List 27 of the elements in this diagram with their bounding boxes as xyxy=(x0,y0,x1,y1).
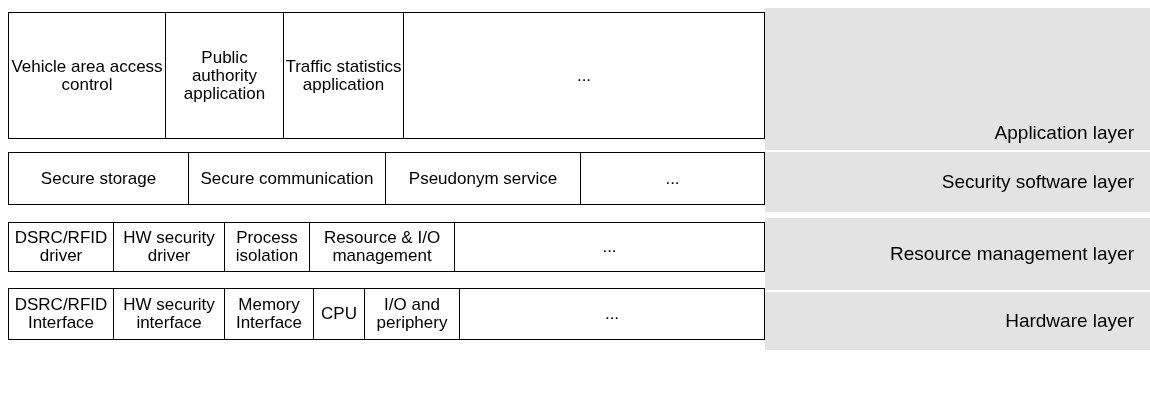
module-box: Secure communication xyxy=(188,152,386,205)
module-box: Secure storage xyxy=(8,152,189,205)
module-box: DSRC/RFID driver xyxy=(8,222,114,272)
module-box: ... xyxy=(454,222,765,272)
layer-band xyxy=(765,8,1150,150)
layer-band xyxy=(765,292,1150,350)
module-box: ... xyxy=(403,12,765,139)
module-box: I/O and periphery xyxy=(364,288,460,340)
module-box: ... xyxy=(459,288,765,340)
module-box: ... xyxy=(580,152,765,205)
module-box: CPU xyxy=(313,288,365,340)
layer-name: Resource management layer xyxy=(890,243,1134,265)
module-box: Public authority application xyxy=(165,12,284,139)
layer-name: Security software layer xyxy=(941,171,1134,193)
module-box: Memory Interface xyxy=(224,288,314,340)
module-box: HW security interface xyxy=(113,288,225,340)
layer-name: Application layer xyxy=(994,122,1134,144)
module-box: Vehicle area access control xyxy=(8,12,166,139)
layer-band xyxy=(765,218,1150,290)
layer-band xyxy=(765,152,1150,212)
module-box: DSRC/RFID Interface xyxy=(8,288,114,340)
module-box: HW security driver xyxy=(113,222,225,272)
module-box: Traffic statistics application xyxy=(283,12,404,139)
module-box: Pseudonym service xyxy=(385,152,581,205)
layer-name: Hardware layer xyxy=(1005,310,1134,332)
module-box: Resource & I/O management xyxy=(309,222,455,272)
module-box: Process isolation xyxy=(224,222,310,272)
